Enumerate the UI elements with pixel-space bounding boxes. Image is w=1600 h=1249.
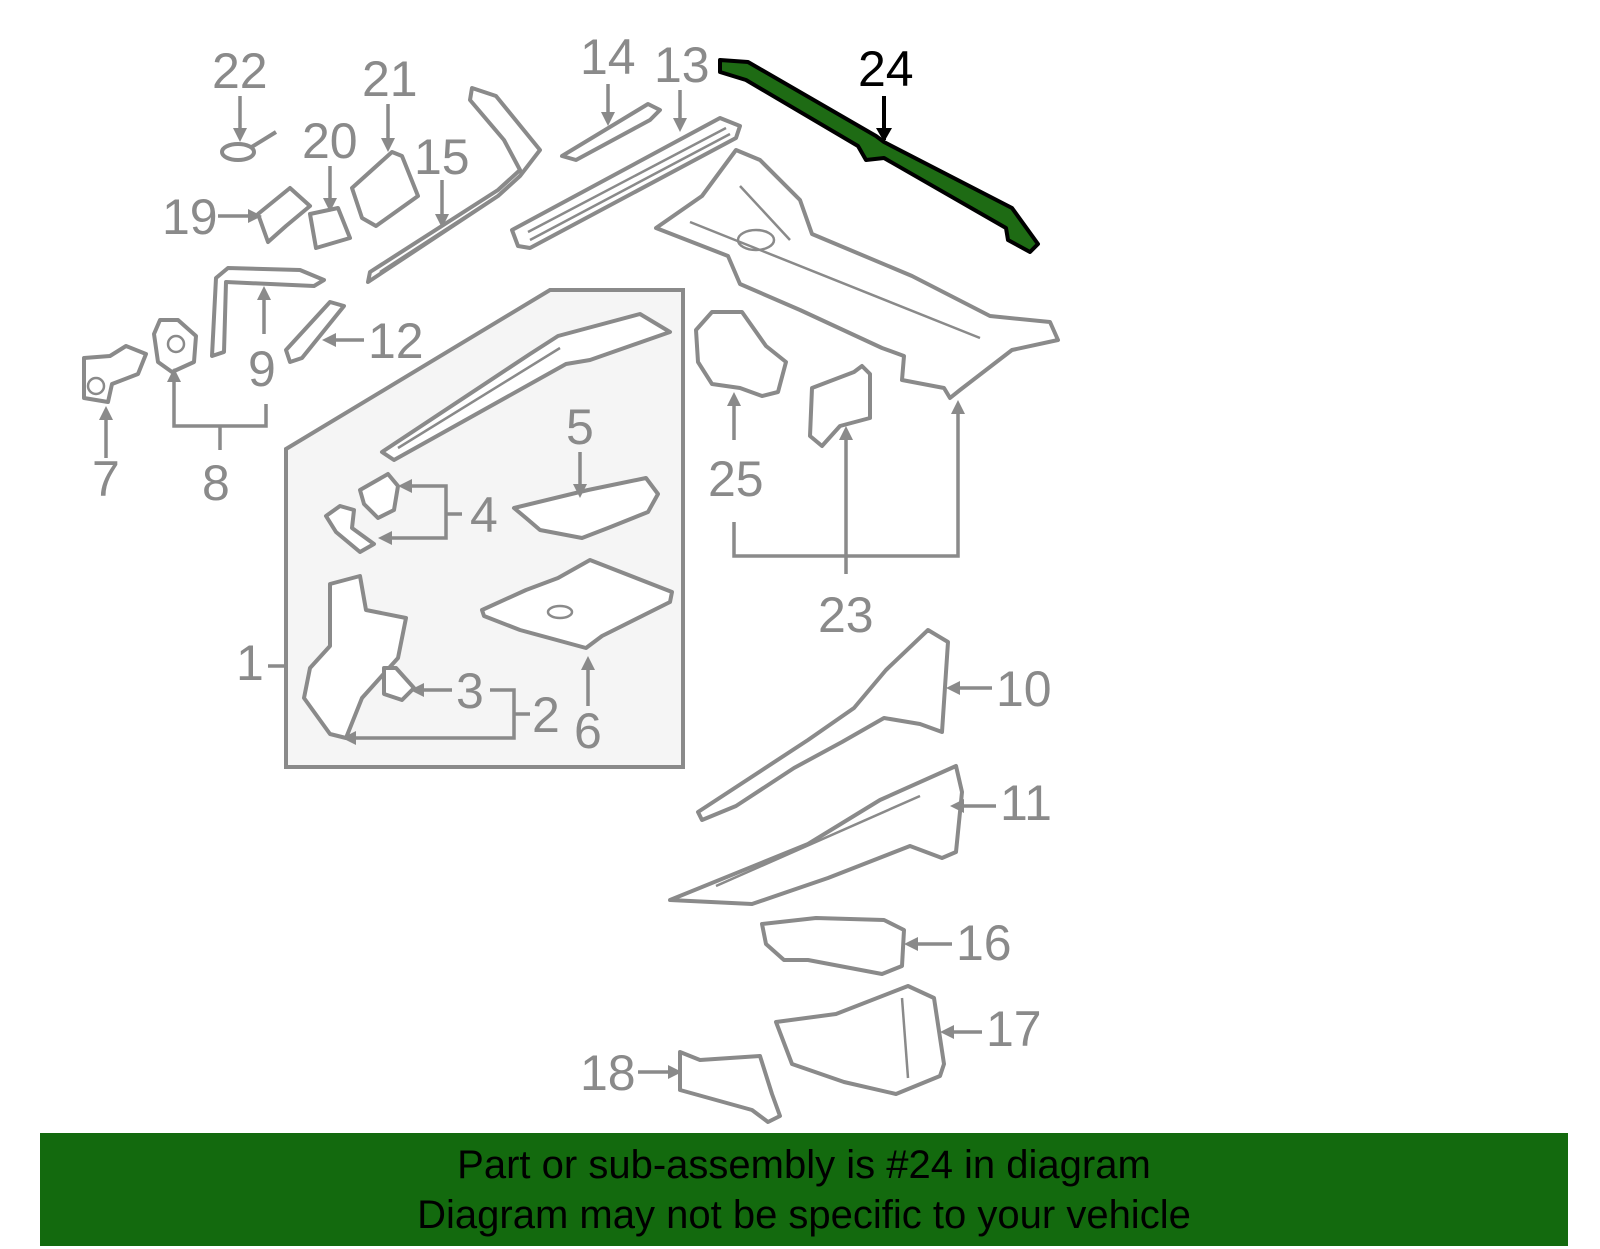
part-6[interactable] xyxy=(480,558,674,650)
part-10[interactable] xyxy=(696,628,950,822)
svg-text:15: 15 xyxy=(414,129,470,185)
part-box-rail[interactable] xyxy=(380,312,672,462)
callout-22: 22 xyxy=(212,43,268,142)
svg-text:7: 7 xyxy=(92,451,120,507)
callout-14: 14 xyxy=(580,29,636,126)
callout-5: 5 xyxy=(566,399,594,498)
callout-18: 18 xyxy=(580,1045,682,1101)
part-4[interactable] xyxy=(324,472,400,554)
svg-text:3: 3 xyxy=(456,663,484,719)
part-13[interactable] xyxy=(510,116,742,250)
svg-text:6: 6 xyxy=(574,703,602,759)
notice-banner: Part or sub-assembly is #24 in diagram D… xyxy=(40,1133,1568,1246)
svg-text:12: 12 xyxy=(368,313,424,369)
svg-text:13: 13 xyxy=(654,37,710,93)
callout-19: 19 xyxy=(162,189,262,245)
banner-line-1: Part or sub-assembly is #24 in diagram xyxy=(457,1142,1151,1187)
part-5[interactable] xyxy=(512,476,660,540)
part-21[interactable] xyxy=(350,150,420,228)
svg-text:21: 21 xyxy=(362,51,418,107)
banner-line-2: Diagram may not be specific to your vehi… xyxy=(417,1192,1191,1237)
part-8[interactable] xyxy=(152,318,198,374)
callout-12: 12 xyxy=(322,313,424,369)
part-17[interactable] xyxy=(774,984,946,1096)
callout-16: 16 xyxy=(904,915,1012,971)
callout-21: 21 xyxy=(362,51,418,152)
callout-1: 1 xyxy=(236,635,288,691)
callout-20: 20 xyxy=(302,113,358,212)
callout-11: 11 xyxy=(950,775,1052,831)
svg-text:10: 10 xyxy=(996,661,1052,717)
part-3[interactable] xyxy=(382,666,416,702)
svg-text:9: 9 xyxy=(248,341,276,397)
part-12[interactable] xyxy=(284,300,346,364)
svg-text:8: 8 xyxy=(202,455,230,511)
callout-8: 8 xyxy=(167,368,268,511)
part-15[interactable] xyxy=(366,86,542,284)
callout-3: 3 xyxy=(410,663,484,719)
callout-9: 9 xyxy=(248,286,276,397)
part-19[interactable] xyxy=(256,186,312,244)
callout-25: 25 xyxy=(708,392,764,507)
callout-24: 24 xyxy=(858,41,914,142)
callout-6: 6 xyxy=(574,656,602,759)
svg-text:24: 24 xyxy=(858,41,914,97)
part-25[interactable] xyxy=(694,310,788,398)
part-18[interactable] xyxy=(678,1050,782,1124)
callout-2: 2 xyxy=(342,687,560,745)
part-24[interactable] xyxy=(718,58,1040,254)
part-2[interactable] xyxy=(302,574,408,740)
svg-text:20: 20 xyxy=(302,113,358,169)
svg-text:18: 18 xyxy=(580,1045,636,1101)
part-16[interactable] xyxy=(760,916,906,976)
svg-text:5: 5 xyxy=(566,399,594,455)
part-14[interactable] xyxy=(560,102,662,162)
part-20[interactable] xyxy=(308,206,352,250)
svg-text:4: 4 xyxy=(470,487,498,543)
part-9[interactable] xyxy=(210,266,326,358)
svg-text:22: 22 xyxy=(212,43,268,99)
svg-text:25: 25 xyxy=(708,451,764,507)
part-23[interactable] xyxy=(654,148,1060,448)
part-11[interactable] xyxy=(668,764,964,906)
svg-text:2: 2 xyxy=(532,687,560,743)
callout-10: 10 xyxy=(946,661,1052,717)
svg-text:14: 14 xyxy=(580,29,636,85)
callout-17: 17 xyxy=(940,1001,1042,1057)
svg-text:1: 1 xyxy=(236,635,264,691)
svg-text:19: 19 xyxy=(162,189,218,245)
callout-23: 23 xyxy=(732,400,965,643)
part-7[interactable] xyxy=(82,344,148,404)
callout-4: 4 xyxy=(378,479,498,545)
svg-text:16: 16 xyxy=(956,915,1012,971)
part-22[interactable] xyxy=(220,130,278,162)
callout-7: 7 xyxy=(92,406,120,507)
svg-text:23: 23 xyxy=(818,587,874,643)
svg-text:11: 11 xyxy=(1000,775,1052,831)
callout-15: 15 xyxy=(414,129,470,228)
callout-13: 13 xyxy=(654,37,710,132)
svg-text:17: 17 xyxy=(986,1001,1042,1057)
